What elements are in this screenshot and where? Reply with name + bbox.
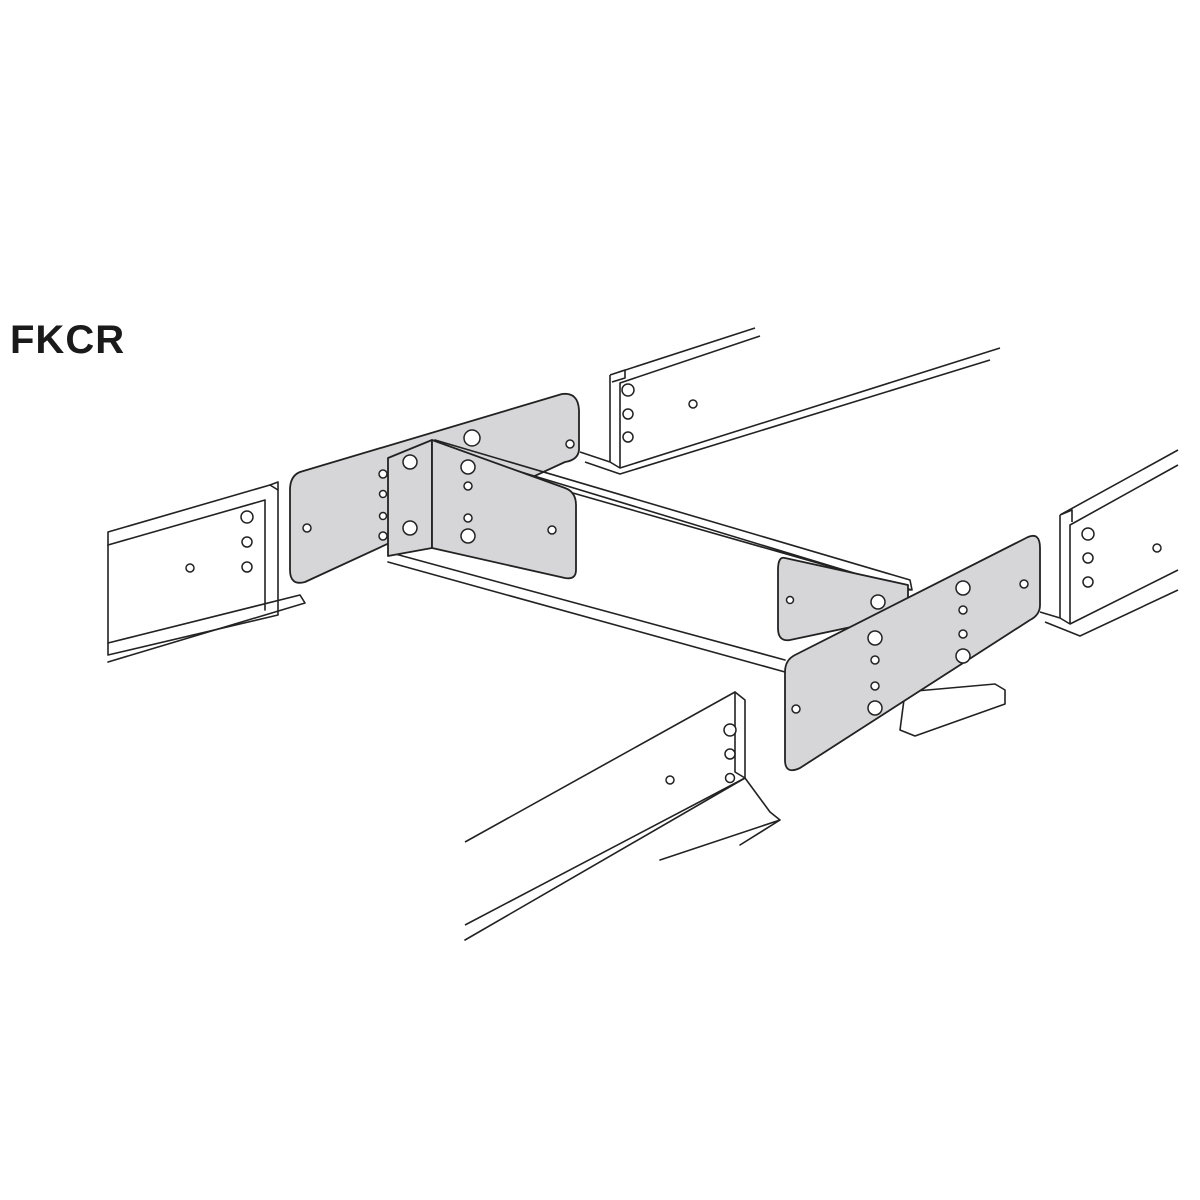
rail-top-middle [579,327,1001,475]
rail-right [1039,449,1179,637]
rail-left [107,481,306,663]
base-strip [899,683,1006,737]
connector-plate-right [784,534,1041,772]
product-code-label: FKCR [10,318,126,362]
rail-bottom [464,691,781,941]
bracket-plate-inner [387,439,577,580]
crossover-rails [387,439,913,673]
